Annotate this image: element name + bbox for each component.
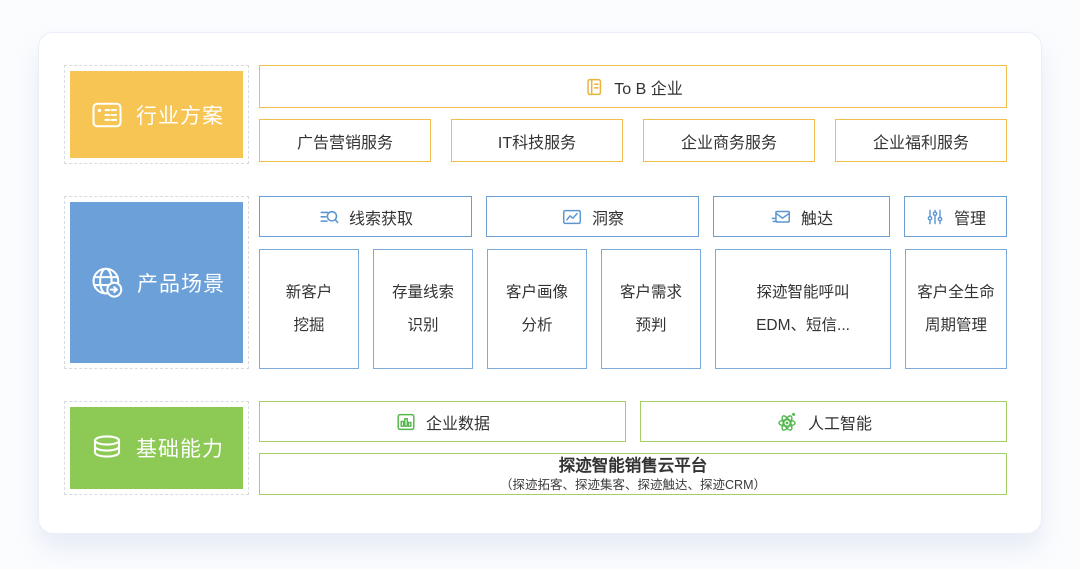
atom-icon bbox=[775, 410, 799, 434]
bar-chart-icon bbox=[395, 411, 417, 433]
industry-label-box: 行业方案 bbox=[70, 71, 243, 158]
chart-line-icon bbox=[561, 206, 583, 228]
base-item-box: 企业数据 bbox=[259, 401, 626, 442]
industry-item-box: IT科技服务 bbox=[451, 119, 623, 162]
product-cells: 新客户 挖掘 存量线索 识别 客户画像 分析 客户需求 预判 bbox=[259, 249, 1007, 369]
industry-item-box: 广告营销服务 bbox=[259, 119, 431, 162]
industry-content: To B 企业 广告营销服务 IT科技服务 企业商务服务 企业福利服务 bbox=[259, 65, 1007, 164]
industry-row: 行业方案 To B 企业 广告营销服务 bbox=[64, 65, 1007, 164]
platform-box: 探迹智能销售云平台 （探迹拓客、探迹集客、探迹触达、探迹CRM） bbox=[259, 453, 1007, 495]
product-row: 产品场景 线索获取 bbox=[64, 196, 1007, 369]
cell-line: 新客户 bbox=[285, 284, 333, 301]
industry-item-box: 企业福利服务 bbox=[835, 119, 1007, 162]
product-label: 产品场景 bbox=[137, 272, 225, 296]
product-header-label: 线索获取 bbox=[348, 210, 413, 228]
product-header-label: 洞察 bbox=[591, 210, 624, 228]
product-header-box: 管理 bbox=[904, 196, 1007, 237]
product-label-box: 产品场景 bbox=[70, 202, 243, 363]
document-icon bbox=[583, 76, 605, 98]
sliders-icon bbox=[925, 207, 945, 227]
product-header-box: 触达 bbox=[713, 196, 890, 237]
product-cell-box: 客户全生命 周期管理 bbox=[905, 249, 1007, 369]
base-item-label: 人工智能 bbox=[807, 415, 872, 433]
industry-item-label: 广告营销服务 bbox=[296, 134, 393, 152]
base-label-frame: 基础能力 bbox=[64, 401, 249, 495]
product-content: 线索获取 洞察 bbox=[259, 196, 1007, 369]
cell-line: 分析 bbox=[521, 317, 553, 334]
base-content: 企业数据 人工智能 bbox=[259, 401, 1007, 495]
industry-item-label: 企业福利服务 bbox=[872, 134, 969, 152]
industry-item-label: IT科技服务 bbox=[497, 134, 577, 152]
base-item-label: 企业数据 bbox=[425, 415, 490, 433]
industry-item-box: 企业商务服务 bbox=[643, 119, 815, 162]
product-cell-box: 客户需求 预判 bbox=[601, 249, 701, 369]
form-card-icon bbox=[89, 97, 125, 133]
product-cell-box: 探迹智能呼叫 EDM、短信... bbox=[715, 249, 891, 369]
platform-title: 探迹智能销售云平台 bbox=[558, 456, 708, 475]
industry-label-frame: 行业方案 bbox=[64, 65, 249, 164]
base-items: 企业数据 人工智能 bbox=[259, 401, 1007, 442]
cell-line: 挖掘 bbox=[293, 317, 325, 334]
cell-line: 探迹智能呼叫 bbox=[756, 284, 850, 301]
product-header-box: 洞察 bbox=[486, 196, 699, 237]
tob-box: To B 企业 bbox=[259, 65, 1007, 108]
product-cell-box: 新客户 挖掘 bbox=[259, 249, 359, 369]
mail-send-icon bbox=[770, 206, 792, 228]
product-cell-box: 存量线索 识别 bbox=[373, 249, 473, 369]
industry-label: 行业方案 bbox=[136, 104, 224, 128]
cell-line: EDM、短信... bbox=[756, 317, 850, 334]
cell-line: 预判 bbox=[635, 317, 667, 334]
product-cell-box: 客户画像 分析 bbox=[487, 249, 587, 369]
base-item-box: 人工智能 bbox=[640, 401, 1007, 442]
cell-line: 客户需求 bbox=[619, 284, 682, 301]
tob-label: To B 企业 bbox=[614, 80, 683, 98]
base-label: 基础能力 bbox=[136, 438, 224, 461]
cell-line: 存量线索 bbox=[391, 284, 454, 301]
globe-arrow-icon bbox=[88, 264, 126, 302]
industry-item-label: 企业商务服务 bbox=[680, 134, 777, 152]
search-list-icon bbox=[318, 206, 340, 228]
product-header-label: 管理 bbox=[953, 210, 986, 228]
base-label-box: 基础能力 bbox=[70, 407, 243, 489]
platform-subtitle: （探迹拓客、探迹集客、探迹触达、探迹CRM） bbox=[500, 477, 766, 492]
diagram-panel: 行业方案 To B 企业 广告营销服务 bbox=[38, 32, 1042, 534]
product-header-label: 触达 bbox=[800, 210, 833, 228]
cell-line: 识别 bbox=[407, 317, 439, 334]
cell-line: 客户画像 bbox=[505, 284, 568, 301]
base-row: 基础能力 企业数据 bbox=[64, 401, 1007, 495]
cell-line: 客户全生命 bbox=[917, 284, 995, 301]
product-label-frame: 产品场景 bbox=[64, 196, 249, 369]
cell-line: 周期管理 bbox=[924, 317, 987, 334]
industry-items: 广告营销服务 IT科技服务 企业商务服务 企业福利服务 bbox=[259, 119, 1007, 162]
product-headers: 线索获取 洞察 bbox=[259, 196, 1007, 237]
database-icon bbox=[89, 430, 125, 466]
product-header-box: 线索获取 bbox=[259, 196, 472, 237]
